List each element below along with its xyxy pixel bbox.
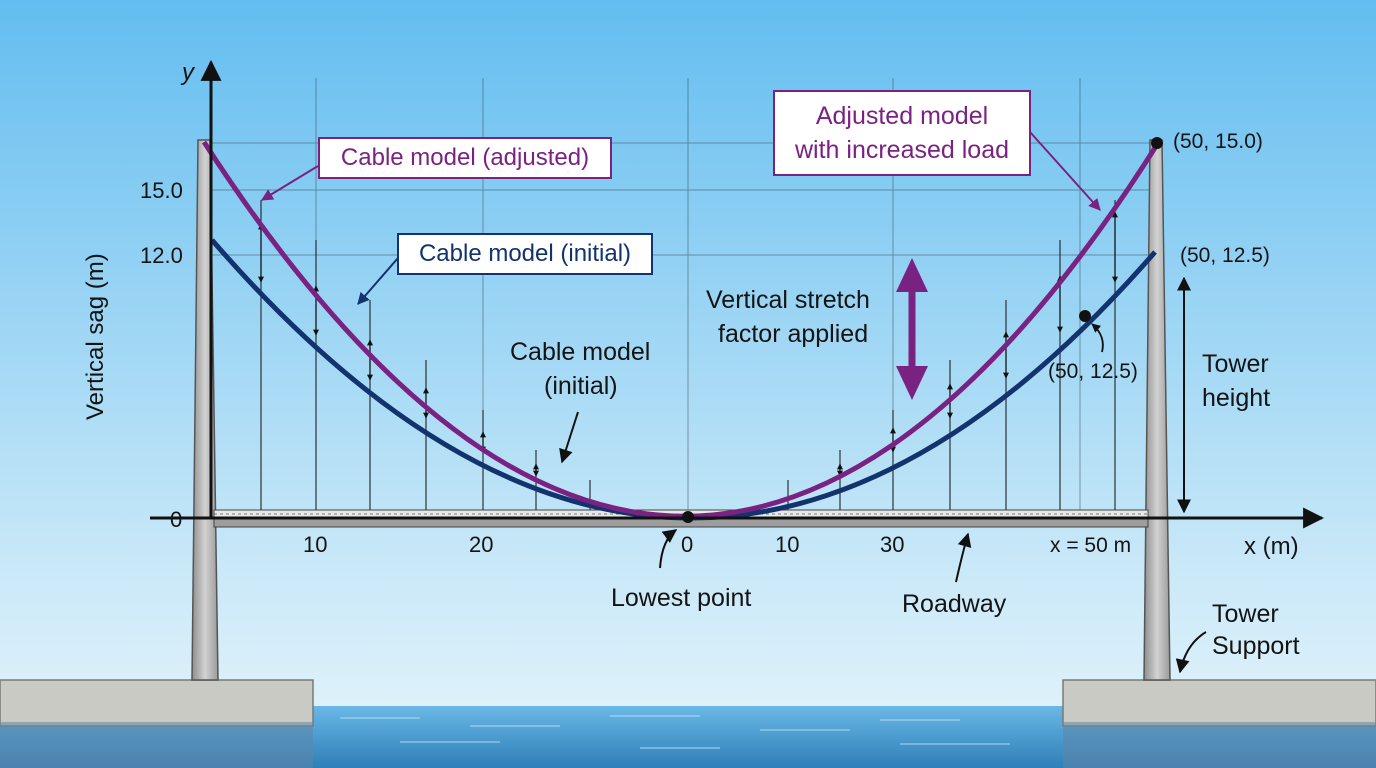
y-axis-title: Vertical sag (m) bbox=[82, 253, 109, 420]
tower-height-label-2: height bbox=[1202, 384, 1270, 412]
y-tick-0: 0 bbox=[170, 507, 182, 532]
initial-inline-arrow bbox=[559, 411, 579, 464]
y-tick-15: 15.0 bbox=[140, 178, 183, 203]
top-right-point-label: (50, 15.0) bbox=[1173, 130, 1263, 153]
initial-model-callout: Cable model (initial) bbox=[397, 233, 653, 275]
increased-load-line-1: Adjusted model bbox=[815, 102, 989, 130]
mid-point-arrow bbox=[1091, 323, 1104, 353]
stretch-arrow-bottom bbox=[896, 366, 928, 400]
roadway-label: Roadway bbox=[902, 590, 1007, 618]
tower-support-label-2: Support bbox=[1212, 632, 1300, 660]
mid-point-marker bbox=[1079, 310, 1091, 322]
initial-inline-label-2: (initial) bbox=[544, 372, 618, 400]
x-tick-10-left: 10 bbox=[303, 532, 327, 557]
x-tick-0: 0 bbox=[681, 532, 693, 557]
lowest-point-label: Lowest point bbox=[611, 584, 751, 612]
initial-inline-label-1: Cable model bbox=[510, 338, 650, 366]
adjusted-model-callout: Cable model (adjusted) bbox=[318, 137, 612, 179]
tower-support-arrow bbox=[1175, 631, 1207, 674]
right-support-reflection bbox=[1063, 722, 1376, 768]
top-right-point bbox=[1151, 137, 1163, 149]
y-axis-symbol: y bbox=[180, 59, 196, 86]
initial-callout-arrow bbox=[357, 257, 399, 305]
x-tick-30: 30 bbox=[880, 532, 904, 557]
stretch-arrow-top bbox=[896, 258, 928, 292]
mid-point-label: (50, 12.5) bbox=[1048, 360, 1138, 383]
increased-load-line-2: with increased load bbox=[794, 136, 1009, 164]
lowest-point-marker bbox=[682, 511, 694, 523]
x-end-label: x = 50 m bbox=[1050, 534, 1131, 557]
x-tick-10-right: 10 bbox=[775, 532, 799, 557]
sag-difference-arrows bbox=[258, 211, 1118, 477]
tower-support-label-1: Tower bbox=[1212, 600, 1279, 628]
increased-load-callout: Adjusted model with increased load bbox=[773, 90, 1031, 176]
increased-load-callout-arrow bbox=[1029, 131, 1101, 211]
right-initial-point-label: (50, 12.5) bbox=[1180, 244, 1270, 267]
x-axis-label: x (m) bbox=[1244, 533, 1299, 560]
x-tick-20: 20 bbox=[469, 532, 493, 557]
right-concrete-support bbox=[1062, 679, 1376, 727]
left-concrete-support bbox=[0, 679, 314, 727]
left-support-reflection bbox=[0, 722, 313, 768]
adjusted-callout-arrow bbox=[260, 165, 319, 201]
lowest-point-arrow bbox=[659, 529, 678, 569]
y-tick-12: 12.0 bbox=[140, 243, 183, 268]
stretch-label-1: Vertical stretch bbox=[706, 286, 870, 314]
water-ripples bbox=[340, 715, 1010, 749]
roadway-arrow bbox=[955, 532, 972, 583]
stretch-label-2: factor applied bbox=[718, 320, 868, 348]
tower-height-label-1: Tower bbox=[1202, 350, 1269, 378]
